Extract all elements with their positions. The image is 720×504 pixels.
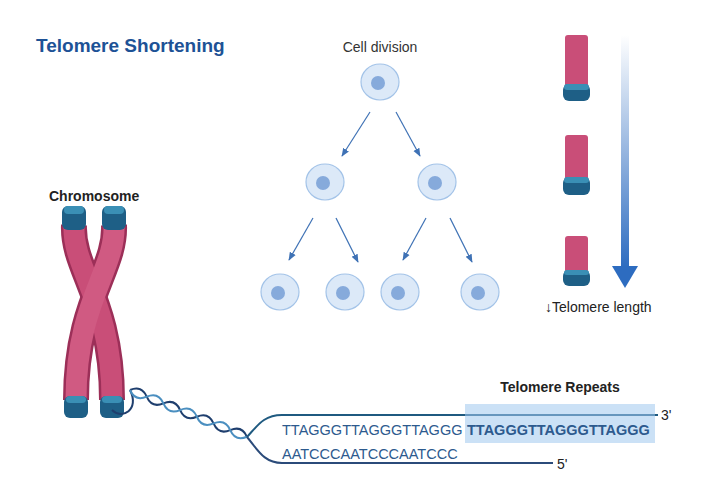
dna-helix — [128, 386, 248, 441]
chromatid-fragment — [565, 35, 588, 91]
chromatid — [76, 225, 114, 400]
telomere-cap-highlight — [564, 177, 589, 183]
cell — [381, 274, 419, 310]
chromatid-fragment — [565, 236, 588, 273]
cell — [461, 274, 499, 310]
chromosome — [62, 206, 126, 418]
division-arrow — [336, 218, 358, 262]
strand-end-label: 5' — [557, 457, 567, 471]
division-arrow — [342, 112, 370, 156]
section-label: Cell division — [343, 40, 418, 54]
cell — [261, 274, 299, 310]
dna-loop — [112, 390, 133, 414]
cell — [326, 274, 364, 310]
cell — [306, 164, 344, 200]
telomere-cap — [102, 206, 126, 230]
nucleus — [471, 286, 485, 300]
telomere-cap — [62, 206, 86, 230]
division-arrow — [396, 112, 420, 156]
gradient-head — [612, 266, 638, 288]
part-label: Chromosome — [49, 189, 139, 203]
axis-label: ↓Telomere length — [545, 300, 652, 314]
division-arrows — [289, 112, 472, 262]
cell-tree — [261, 64, 499, 310]
telomere-fragments — [563, 35, 590, 286]
nucleus — [271, 286, 285, 300]
chromatid-fragment — [565, 135, 588, 181]
telomere-cap-highlight — [104, 206, 124, 214]
nucleus — [428, 176, 442, 190]
band-heading: Telomere Repeats — [465, 380, 655, 394]
division-arrow — [450, 218, 472, 262]
cell-nuclei — [271, 76, 485, 300]
length-arrow — [612, 35, 638, 288]
nucleus — [371, 76, 385, 90]
telomere-cap-highlight — [102, 396, 122, 403]
nucleus — [391, 286, 405, 300]
telomere-cap — [563, 270, 590, 286]
highlight-band: Telomere RepeatsTTAGGGTTAGGGTTAGGG — [465, 404, 655, 443]
diagram-title: Telomere Shortening — [36, 36, 225, 55]
telomere-cap-highlight — [66, 396, 86, 403]
telomere-cap — [563, 84, 590, 101]
telomere-cap-highlight — [564, 270, 589, 275]
telomere-cap-highlight — [64, 206, 84, 214]
cell — [361, 64, 399, 100]
division-arrow — [289, 218, 313, 260]
telomere-cap-highlight — [564, 84, 589, 90]
division-arrow — [403, 218, 426, 260]
telomere-cap — [64, 396, 88, 418]
gradient-shaft — [621, 35, 629, 268]
dna-strand — [128, 386, 248, 441]
sequence-text: TTAGGGTTAGGGTTAGGG — [467, 423, 650, 438]
nucleus — [336, 286, 350, 300]
strand-end-label: 3' — [661, 408, 671, 422]
cell — [418, 164, 456, 200]
telomere-cap — [563, 177, 590, 195]
nucleus — [316, 176, 330, 190]
sequence-text: AATCCCAATCCCAATCCC — [282, 447, 458, 462]
sequence-text: TTAGGGTTAGGGTTAGGG — [282, 423, 462, 438]
dna-strand — [128, 386, 248, 441]
